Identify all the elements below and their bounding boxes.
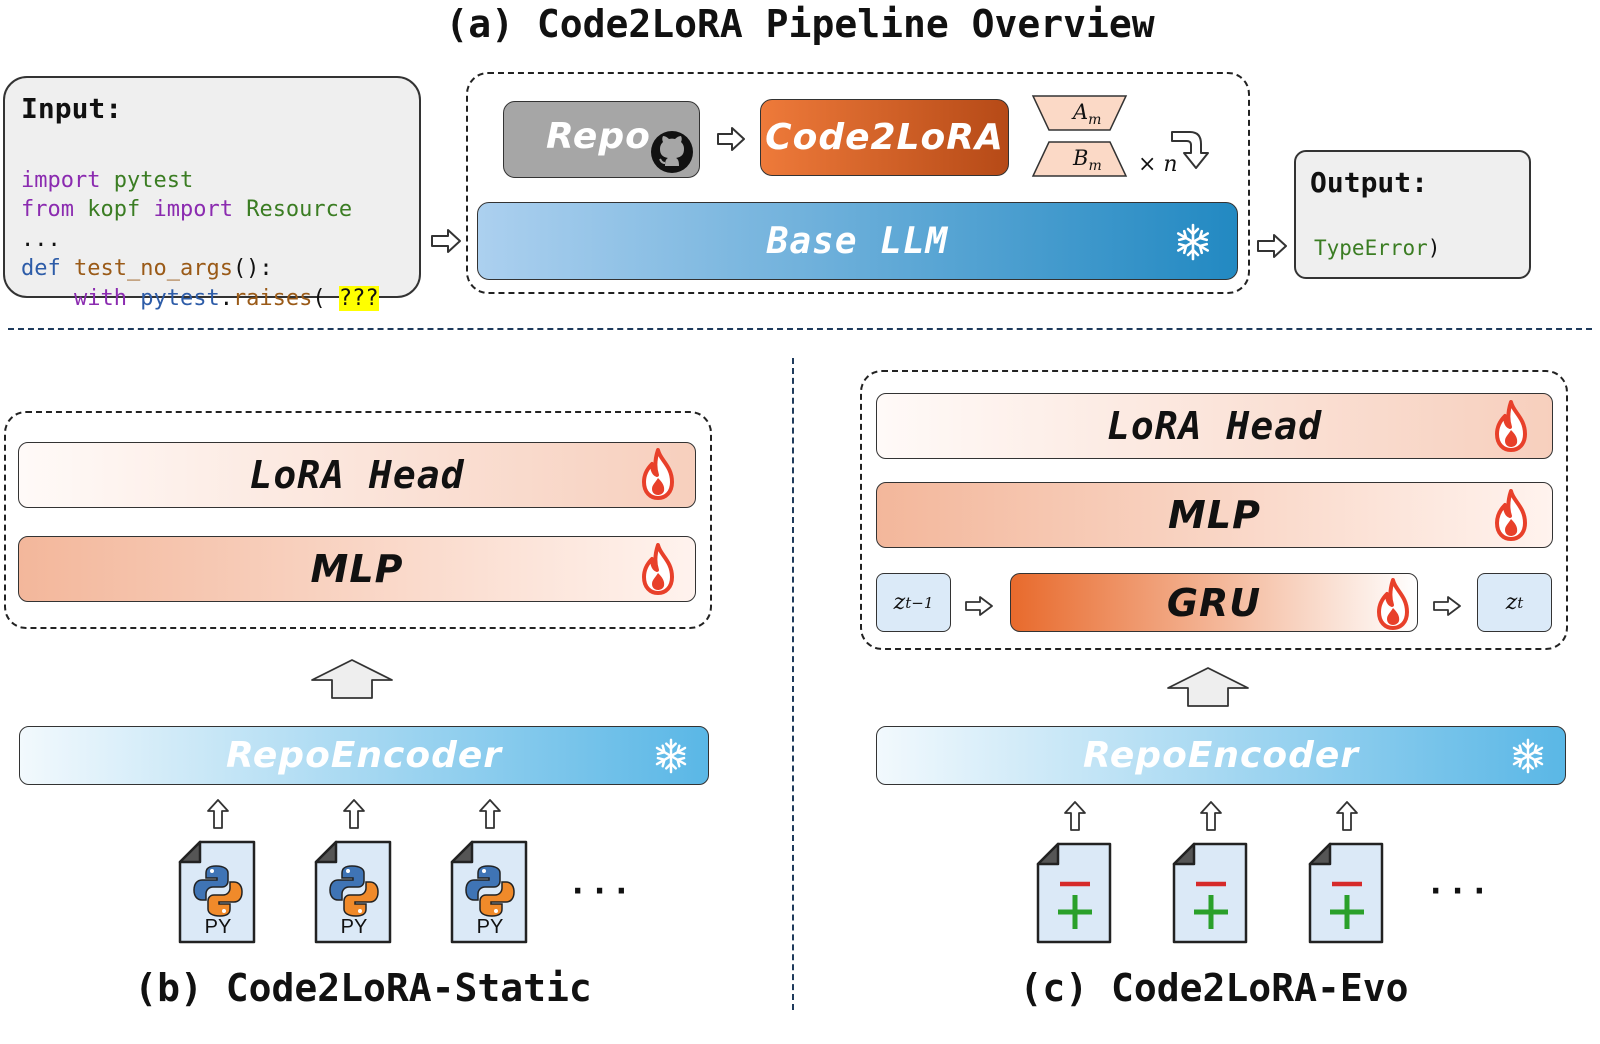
ellipsis: · · · (572, 874, 628, 909)
base-llm-label: Base LLM (766, 220, 949, 262)
file-type-label: PY (340, 916, 368, 938)
code-line-5: with pytest.raises( ??? (21, 285, 379, 311)
file-shape (178, 840, 256, 944)
panel-a-title: (a) Code2LoRA Pipeline Overview (445, 2, 1155, 46)
base-llm-bar: Base LLM (477, 202, 1238, 280)
arrow-right-icon (1433, 596, 1461, 616)
python-file-icon: PY (314, 840, 394, 944)
arrow-right-icon (965, 596, 993, 616)
gru-box: GRU (1010, 573, 1418, 632)
gru-label: GRU (1166, 580, 1262, 625)
matrix-b-label: Bm (1073, 146, 1102, 175)
static-lora-head-label: LoRA Head (249, 453, 465, 497)
evo-encoder-label: RepoEncoder (1082, 735, 1360, 776)
input-code: import pytest from kopf import Resource..… (21, 136, 379, 372)
code2lora-box: Code2LoRA (760, 99, 1009, 176)
static-lora-head: LoRA Head (18, 442, 696, 508)
masked-token: ??? (338, 285, 379, 311)
code-line-4: def test_no_args(): (21, 256, 273, 281)
arrow-up-icon (343, 799, 365, 829)
arrow-up-icon (1167, 667, 1249, 707)
lora-matrices (1031, 95, 1128, 177)
code-line-1: import pytest (21, 167, 194, 193)
static-repo-encoder: RepoEncoder (19, 726, 709, 785)
diff-file-icon (1308, 842, 1384, 944)
arrow-up-icon (311, 659, 393, 699)
ellipsis: · · · (1430, 874, 1486, 909)
output-card: Output: TypeError) (1294, 150, 1531, 279)
input-heading: Input: (21, 92, 123, 125)
section-divider (8, 328, 1592, 330)
arrow-up-icon (1336, 801, 1358, 831)
file-type-label: PY (476, 916, 504, 938)
curved-arrow-icon (1171, 131, 1209, 169)
arrow-up-icon (1200, 801, 1222, 831)
flame-icon (1495, 489, 1527, 541)
github-icon (651, 131, 693, 173)
static-head-box (4, 411, 712, 629)
static-encoder-label: RepoEncoder (225, 735, 503, 776)
file-type-label: PY (204, 916, 232, 938)
evo-lora-head: LoRA Head (876, 393, 1553, 459)
arrow-right-icon (431, 229, 461, 253)
arrow-up-icon (1064, 801, 1086, 831)
diff-file-icon (1036, 842, 1112, 944)
evo-head-box (860, 370, 1568, 650)
pipeline-box (466, 72, 1250, 294)
flame-icon (642, 543, 674, 595)
output-value: TypeError) (1314, 236, 1441, 260)
arrow-right-icon (1257, 234, 1287, 258)
panel-divider (792, 358, 794, 1010)
file-shape (450, 840, 528, 944)
input-card: Input: import pytest from kopf import Res… (3, 76, 421, 311)
snowflake-icon (1512, 738, 1544, 774)
file-shape (314, 840, 392, 944)
evo-lora-head-label: LoRA Head (1107, 404, 1322, 448)
code-line-3: ... (21, 226, 61, 252)
output-heading: Output: (1310, 166, 1429, 199)
panel-b-title: (b) Code2LoRA-Static (134, 966, 592, 1010)
static-mlp-label: MLP (310, 547, 404, 591)
code2lora-label: Code2LoRA (765, 117, 1004, 158)
arrow-right-icon (717, 127, 745, 151)
diff-file-icon (1172, 842, 1248, 944)
python-file-icon: PY (450, 840, 530, 944)
python-file-icon: PY (178, 840, 258, 944)
evo-mlp-label: MLP (1168, 493, 1261, 537)
static-mlp: MLP (18, 536, 696, 602)
snowflake-icon (655, 738, 687, 774)
arrow-up-icon (207, 799, 229, 829)
flame-icon (1495, 400, 1527, 452)
matrix-a-label: Am (1073, 100, 1102, 129)
times-n-label: × n (1138, 152, 1178, 177)
flame-icon (1377, 578, 1409, 630)
arrow-up-icon (479, 799, 501, 829)
panel-c-title: (c) Code2LoRA-Evo (1019, 966, 1409, 1010)
evo-mlp: MLP (876, 482, 1553, 548)
snowflake-icon (1176, 223, 1210, 261)
code-line-2: from kopf import Resource (21, 197, 353, 222)
evo-repo-encoder: RepoEncoder (876, 726, 1566, 785)
flame-icon (642, 448, 674, 500)
repo-label: Repo (546, 116, 651, 157)
repo-box: Repo (503, 101, 700, 178)
